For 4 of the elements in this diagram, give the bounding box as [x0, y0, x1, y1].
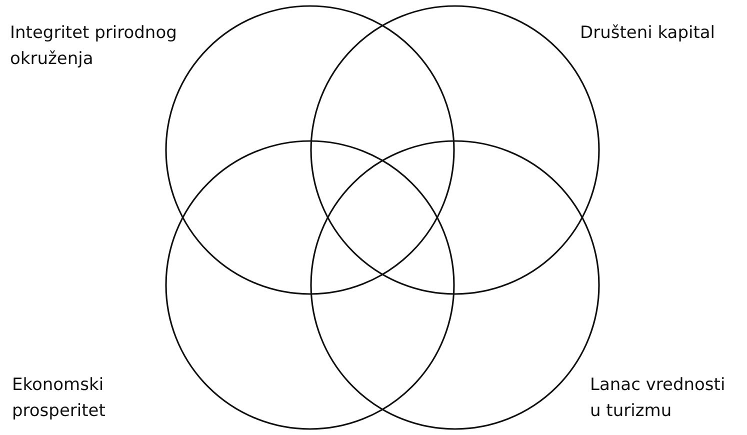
set-label: Lanac vrednosti u turizmu	[590, 374, 726, 423]
set-label: Ekonomski prosperitet	[12, 374, 106, 423]
set-label: Integritet prirodnog okruženja	[10, 22, 178, 71]
set-label: Društeni kapital	[580, 22, 716, 45]
